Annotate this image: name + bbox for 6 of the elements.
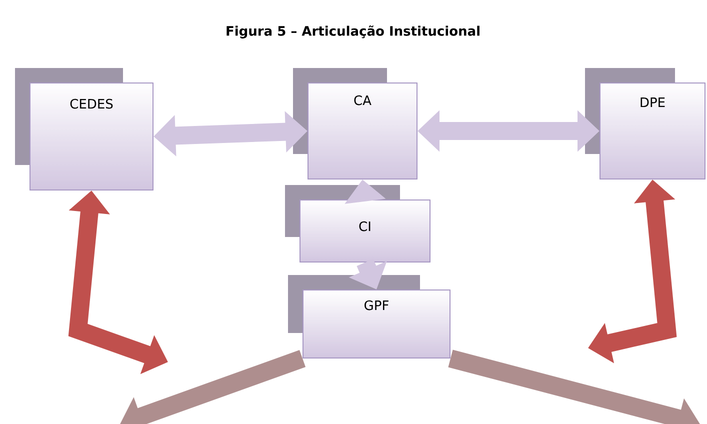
process-box: CA [293,68,418,180]
title: Figura 5 – Articulação Institucional [226,26,480,38]
process-box: DPE [585,68,706,180]
process-box: GPF [288,275,450,358]
process-box: CEDES [15,68,154,190]
process-box: CI [285,185,430,262]
